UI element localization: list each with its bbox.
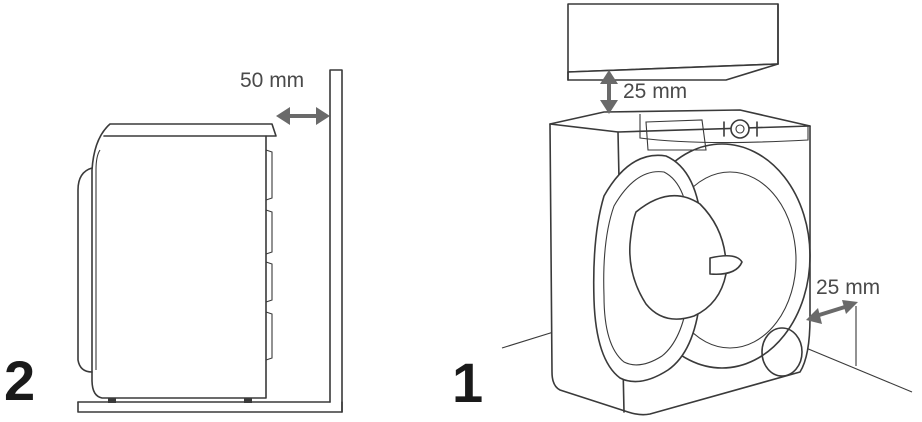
open-door [592, 154, 743, 383]
clearance-label-50mm: 50 mm [240, 69, 304, 92]
overhead-cabinet [567, 3, 779, 81]
door-profile [77, 167, 93, 373]
floor-edge-left [501, 329, 561, 349]
door-handle [709, 254, 743, 276]
back-wall [329, 69, 343, 413]
control-panel [639, 114, 809, 144]
figure-number-2: 2 [4, 349, 35, 412]
clearance-arrow-side-25mm [806, 300, 858, 324]
detergent-drawer [645, 119, 707, 151]
program-knob [730, 119, 750, 139]
rear-panel-ribs [265, 149, 273, 361]
floor-line [77, 401, 343, 413]
figure-2-side-view: 50 mm 2 [4, 69, 343, 413]
figure-1-perspective-view: 25 mm 25 mm 1 [452, 3, 913, 416]
door-inner-profile [95, 149, 101, 370]
figure-number-1: 1 [452, 351, 483, 414]
clearance-arrow-top-25mm [600, 70, 618, 114]
clearance-label-top-25mm: 25 mm [623, 80, 687, 103]
washer-side-body [91, 123, 277, 399]
front-foot [108, 398, 116, 403]
clearance-label-side-25mm: 25 mm [816, 276, 880, 299]
clearance-arrow-50mm [276, 107, 330, 125]
rear-foot [244, 398, 252, 403]
filter-cover [761, 327, 803, 377]
door-glass [629, 194, 727, 320]
floor-edge-right [805, 347, 913, 393]
